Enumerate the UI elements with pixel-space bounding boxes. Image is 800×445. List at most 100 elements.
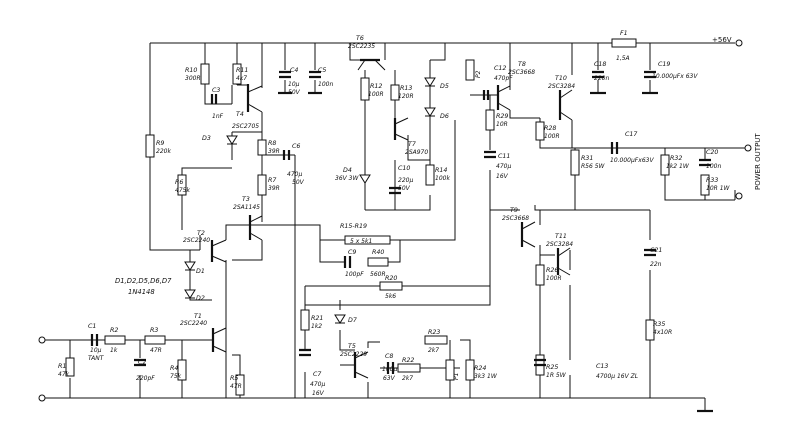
label-r9-ref: R9 (156, 140, 164, 147)
output-terminal-ground (735, 192, 743, 200)
label-r20-ref: R20 (385, 275, 397, 282)
label-t4-value: 2SC2705 (232, 123, 259, 130)
label-r1-ref: R1 (58, 363, 66, 370)
label-t4-ref: T4 (236, 111, 244, 118)
label-r13-ref: R13 (400, 85, 412, 92)
label-r4-ref: R4 (170, 365, 178, 372)
label-r29-ref: R29 (496, 113, 508, 120)
capacitor-c12 (482, 90, 490, 100)
label-t8-value: 2SC3668 (508, 69, 535, 76)
label-c4-value: 10µ (288, 81, 300, 88)
label-r13-value: 120R (398, 93, 414, 100)
resistor-r1 (65, 357, 75, 377)
label-c11-value: 470µ (496, 163, 511, 170)
capacitor-c19 (644, 70, 656, 79)
resistor-r10 (200, 63, 210, 85)
resistor-r2 (104, 335, 126, 345)
trimmer-p2 (465, 59, 475, 81)
label-r11-value: 4k7 (236, 75, 247, 82)
label-r35-value: 4x10R (653, 329, 672, 336)
label-t5-value: 2SC2229 (340, 351, 367, 358)
label-c2-ref: C2 (138, 359, 146, 366)
label-r22-ref: R22 (402, 357, 414, 364)
resistor-r32 (660, 154, 670, 176)
label-p1: P1 (453, 373, 460, 380)
label-r4-value: 75k (170, 373, 182, 380)
label-r26-ref: R26 (546, 267, 558, 274)
label-c11-ref: C11 (498, 153, 510, 160)
label-r12-ref: R12 (370, 83, 382, 90)
label-r32-value: 1k2 1W (666, 163, 690, 170)
label-r25-ref: R25 (546, 364, 558, 371)
capacitor-c3 (210, 94, 218, 104)
resistor-r40 (367, 257, 389, 267)
label-d1: D1 (196, 268, 205, 275)
label-r14-value: 100k (435, 175, 450, 182)
label-r10-ref: R10 (185, 67, 197, 74)
label-r14-ref: R14 (435, 167, 447, 174)
label-t10-ref: T10 (555, 75, 567, 82)
label-r35-ref: R35 (653, 321, 665, 328)
label-r11-ref: R11 (236, 67, 248, 74)
label-r5-ref: R5 (230, 375, 238, 382)
label-c4-ref: C4 (290, 67, 298, 74)
label-c13-ref: C13 (596, 363, 608, 370)
fuse-value: 1,5A (616, 55, 630, 62)
label-c13-value: 4700µ 16V ZL (596, 373, 638, 380)
diode-d4-zener (359, 174, 371, 184)
label-c20-ref: C20 (706, 149, 718, 156)
note-diode-types: D1,D2,D5,D6,D7 (115, 277, 172, 285)
label-t1-ref: T1 (194, 313, 202, 320)
capacitor-c10 (389, 186, 401, 195)
label-t2-ref: T2 (197, 230, 205, 237)
capacitor-c21 (644, 248, 656, 257)
label-r12-value: 100R (368, 91, 384, 98)
capacitor-c20 (699, 158, 711, 167)
output-terminals: POWER OUTPUT (735, 133, 762, 200)
label-c5-ref: C5 (318, 67, 326, 74)
label-t10-value: 2SC3284 (548, 83, 575, 90)
resistor-r20 (379, 281, 403, 291)
label-c10-extra: 50V (398, 185, 411, 192)
resistor-r35 (645, 319, 655, 341)
diode-d1 (184, 261, 196, 271)
resistor-r7 (257, 174, 267, 196)
label-t9-value: 2SC3668 (502, 215, 529, 222)
label-r24-value: 3k3 1W (474, 373, 498, 380)
resistor-r22 (397, 363, 421, 373)
label-d4-value: 36V 3W (335, 175, 359, 182)
resistor-r4 (177, 359, 187, 381)
label-r2-value: 1k (110, 347, 118, 354)
label-t11-value: 2SC3284 (546, 241, 573, 248)
label-r26-value: 100R (546, 275, 562, 282)
label-t11-ref: T11 (555, 233, 567, 240)
resistor-r13 (390, 84, 400, 101)
resistor-r12 (360, 77, 370, 101)
label-r20-value: 5k6 (385, 293, 396, 300)
label-c7-extra: 16V (312, 390, 325, 397)
diode-d5 (424, 77, 436, 87)
label-r6-ref: R6 (175, 179, 183, 186)
label-c6-extra: 50V (292, 179, 305, 186)
capacitors (90, 70, 711, 374)
capacitor-c5 (309, 70, 321, 79)
capacitor-c17 (610, 142, 619, 154)
label-c21-ref: C21 (650, 247, 662, 254)
label-c3-ref: C3 (212, 87, 220, 94)
resistor-r26 (535, 264, 545, 286)
label-r3-value: 47R (150, 347, 162, 354)
label-c1-value: 10µ (90, 347, 102, 354)
resistor-r24 (465, 359, 475, 381)
label-r23-value: 2k7 (428, 347, 439, 354)
label-d3: D3 (202, 135, 211, 142)
resistor-r23 (424, 335, 448, 345)
label-r31-value: R56 5W (581, 163, 606, 170)
label-c11-extra: 16V (496, 173, 509, 180)
resistor-r28 (535, 121, 545, 141)
label-r8-value: 39R (268, 148, 280, 155)
input-ground-terminal (38, 394, 46, 402)
capacitor-c2 (134, 358, 146, 367)
label-c9-ref: C9 (348, 249, 356, 256)
fuse-f1 (611, 38, 637, 48)
wiring (45, 42, 745, 410)
